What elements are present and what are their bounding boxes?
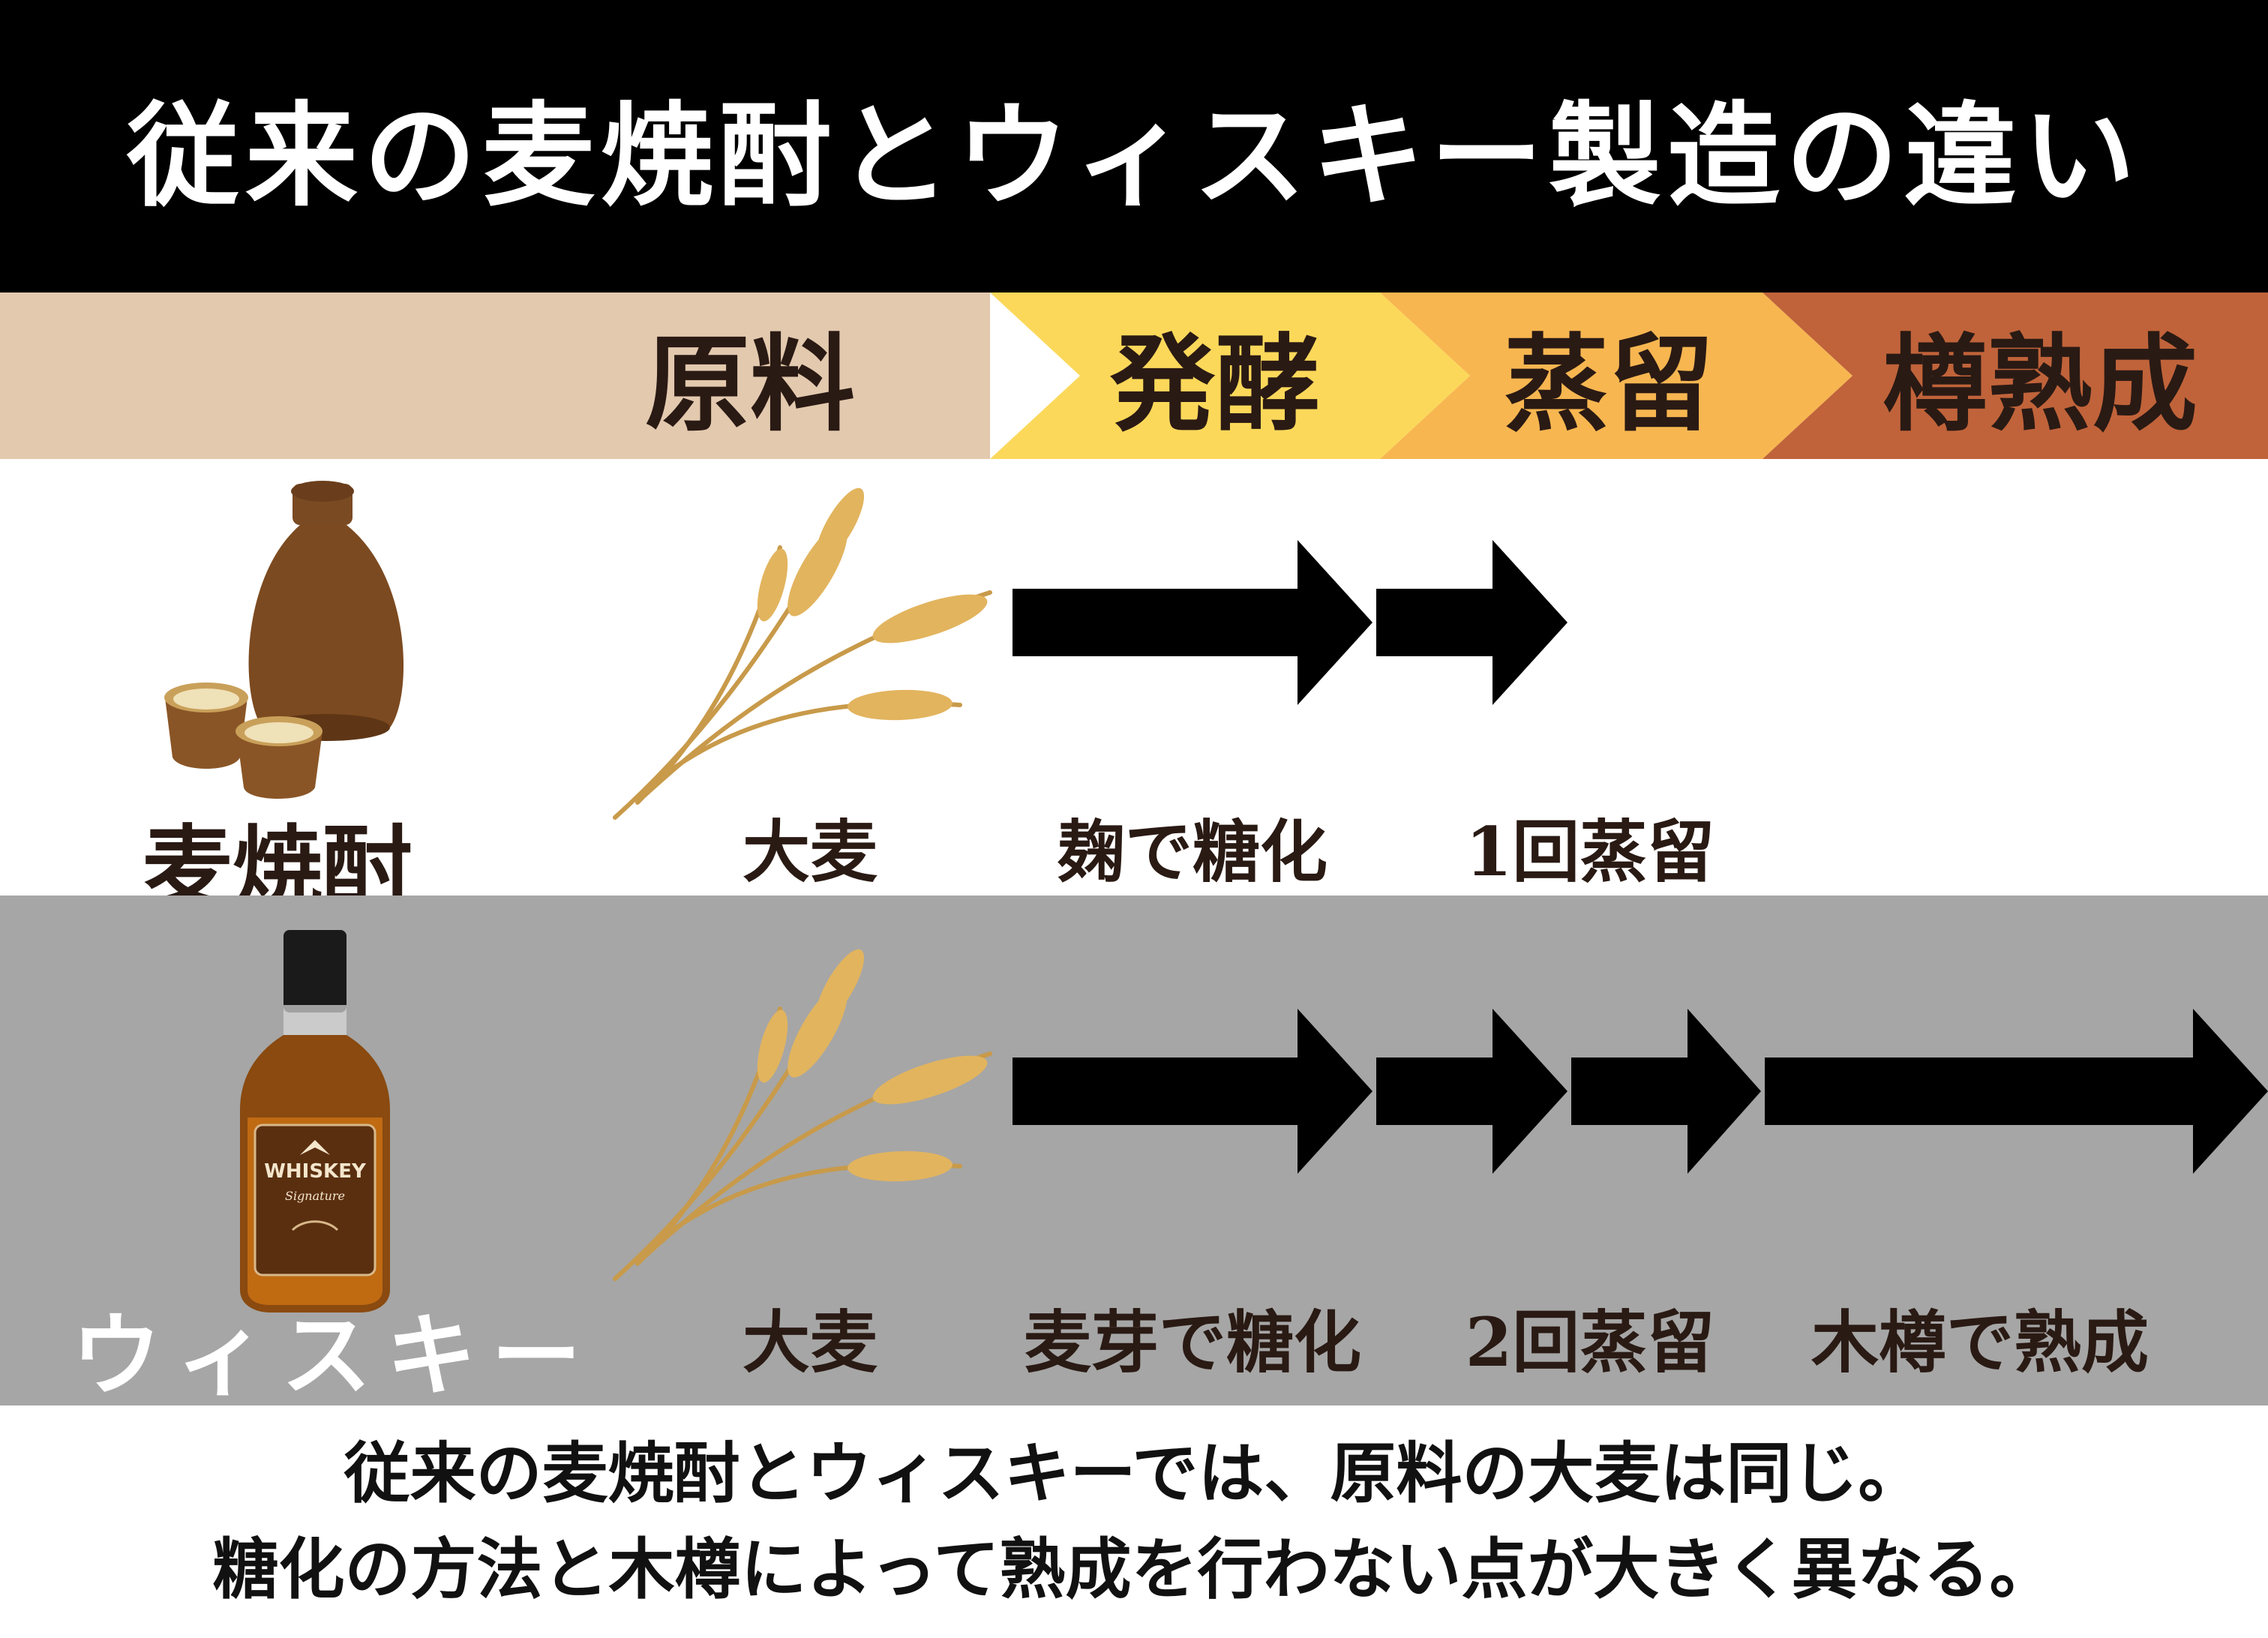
arrow-distill (1376, 1009, 1568, 1174)
stage-label-ferment: 発酵 (1109, 323, 1320, 446)
shochu-sacch-label: 麹で糖化 (1058, 812, 1328, 892)
stage-label-distill: 蒸留 (1503, 323, 1714, 446)
whisky-aging-label: 木樽で熟成 (1811, 1303, 2149, 1382)
stage-label-aging: 樽熟成 (1882, 323, 2198, 446)
summary: 従来の麦焼酎とウィスキーでは、原料の大麦は同じ。 糖化の方法と木樽によって熟成を… (0, 1406, 2268, 1638)
whisky-sacch-label: 麦芽で糖化 (1024, 1303, 1361, 1382)
stage-label-raw: 原料 (644, 323, 855, 446)
arrow-aging (1765, 1009, 2268, 1174)
whisky-name: ウィスキー (71, 1303, 596, 1408)
barley-icon (613, 488, 992, 820)
bottle-sub-text: Signature (285, 1189, 345, 1203)
arrow-ferment (1012, 1009, 1372, 1174)
shochu-raw-label: 大麦 (742, 812, 878, 892)
stage-bg-distill (1380, 292, 1852, 459)
summary-line-2: 糖化の方法と木樽によって熟成を行わない点が大きく異なる。 (212, 1530, 2056, 1608)
shochu-distill-label: 1回蒸留 (1465, 812, 1715, 892)
whisky-raw-label: 大麦 (742, 1303, 878, 1382)
stage-bg-aging (1762, 292, 2268, 459)
bottle-label-text: WHISKEY (264, 1160, 367, 1183)
stage-bg-raw (0, 292, 990, 459)
barley-icon (613, 949, 992, 1281)
shochu-arrows (1012, 540, 1568, 705)
arrow-ferment (1012, 540, 1372, 705)
summary-line-1: 従来の麦焼酎とウィスキーでは、原料の大麦は同じ。 (344, 1434, 1924, 1513)
page-title: 従来の麦焼酎とウィスキー製造の違い (126, 89, 2141, 222)
arrow-distill-2 (1571, 1009, 1761, 1174)
whisky-distill-label: 2回蒸留 (1465, 1303, 1715, 1382)
whisky-arrows (1012, 1009, 2268, 1174)
arrow-distill (1376, 540, 1568, 705)
whisky-bottle-icon: WHISKEY Signature (240, 930, 390, 1312)
stage-bg-ferment (990, 292, 1470, 459)
shochu-bottle-cups-icon (164, 481, 404, 799)
title-bar (0, 0, 2268, 292)
stage-band (0, 292, 2268, 459)
